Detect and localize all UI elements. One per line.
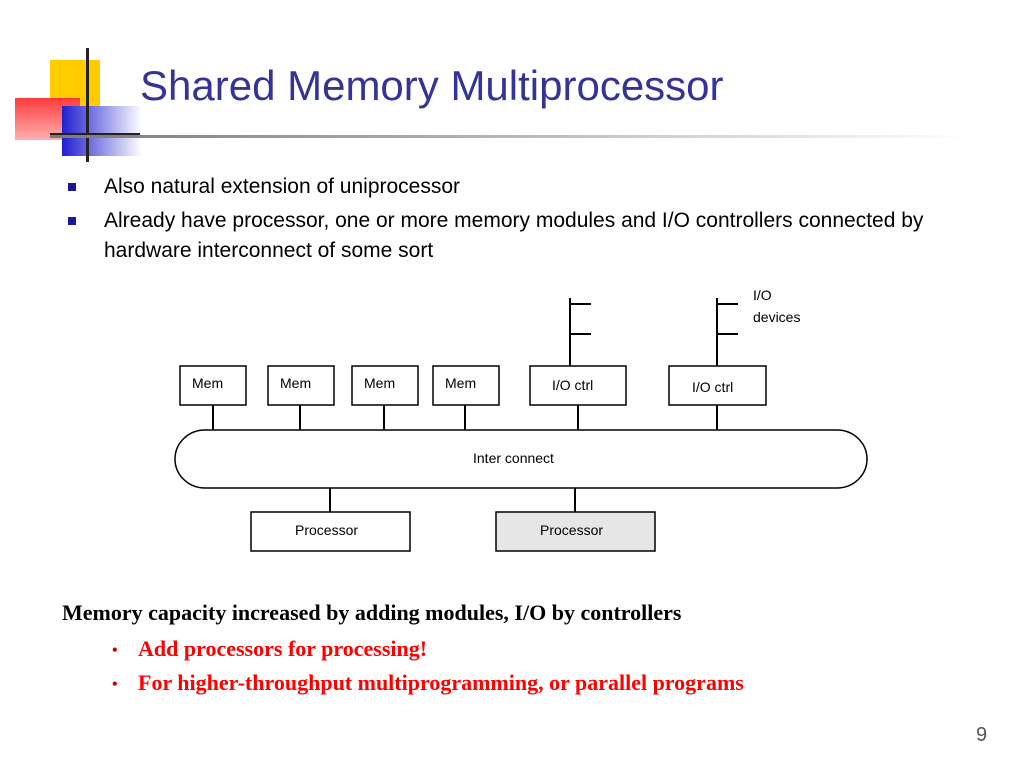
- sub-bullet-text: Add processors for processing!: [138, 636, 428, 661]
- mem-label: Mem: [280, 375, 311, 391]
- square-bullet-icon: [68, 183, 76, 191]
- sub-bullet-item: • For higher-throughput multiprogramming,…: [112, 670, 744, 696]
- sub-bullet-text: For higher-throughput multiprogramming, …: [138, 670, 744, 695]
- io-ctrl-box: [529, 365, 627, 406]
- mem-box: [267, 365, 335, 406]
- io-ctrl-box: [668, 365, 767, 406]
- io-ctrl-label: I/O ctrl: [552, 377, 593, 393]
- bullet-dot-icon: •: [112, 675, 118, 693]
- processor-box: [250, 511, 411, 552]
- page-title: Shared Memory Multiprocessor: [140, 62, 724, 109]
- summary-statement: Memory capacity increased by adding modu…: [62, 600, 682, 625]
- interconnect-label: Inter connect: [473, 450, 554, 466]
- processor-label: Processor: [295, 522, 358, 538]
- bullet-list: Also natural extension of uniprocessor A…: [66, 172, 986, 270]
- bullet-item: Already have processor, one or more memo…: [66, 206, 986, 266]
- square-bullet-icon: [68, 217, 76, 225]
- bullet-dot-icon: •: [112, 641, 118, 659]
- title-divider: [50, 135, 970, 138]
- bullet-text: Also natural extension of uniprocessor: [104, 175, 461, 198]
- mem-label: Mem: [445, 375, 476, 391]
- logo-decoration: [15, 48, 142, 162]
- bullet-item: Also natural extension of uniprocessor: [66, 172, 986, 202]
- io-devices-label: devices: [753, 309, 800, 325]
- io-devices-label: I/O: [753, 287, 772, 303]
- bullet-text: Already have processor, one or more memo…: [104, 209, 924, 262]
- mem-label: Mem: [192, 375, 223, 391]
- page-number: 9: [976, 724, 988, 746]
- processor-label: Processor: [540, 522, 603, 538]
- processor-box: [495, 511, 656, 552]
- mem-box: [179, 365, 247, 406]
- mem-box: [432, 365, 500, 406]
- sub-bullet-item: • Add processors for processing!: [112, 636, 427, 662]
- mem-label: Mem: [364, 375, 395, 391]
- mem-box: [351, 365, 419, 406]
- interconnect-bus: [174, 429, 868, 489]
- io-ctrl-label: I/O ctrl: [692, 379, 733, 395]
